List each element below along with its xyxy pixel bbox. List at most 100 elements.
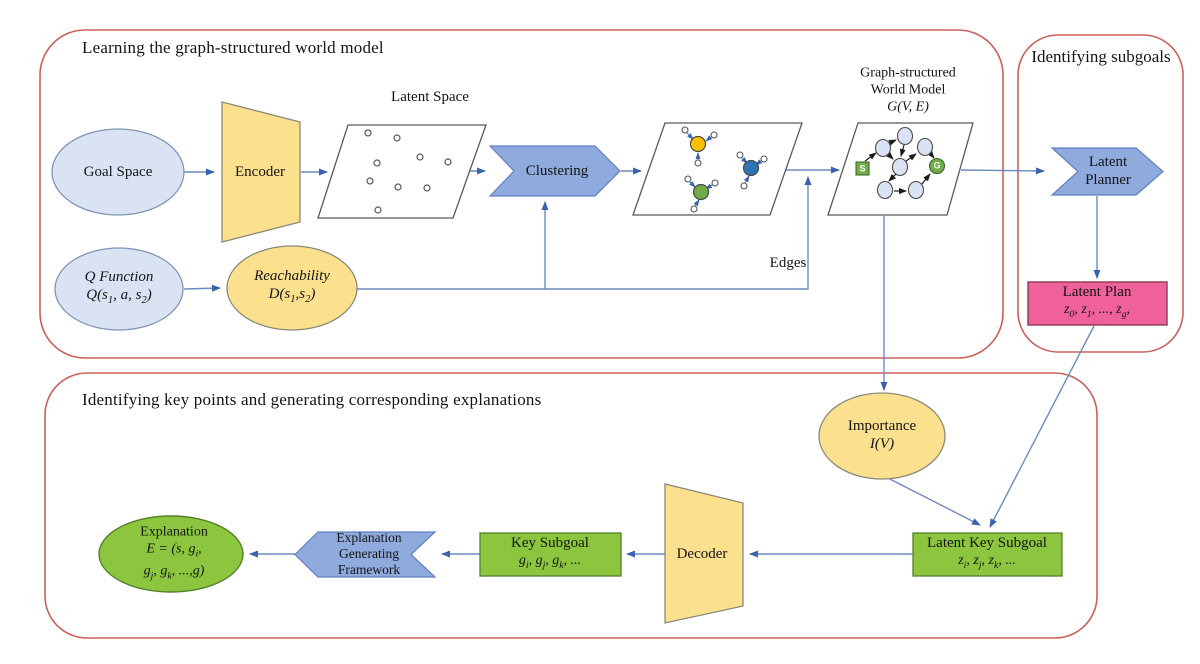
cluster-center-orange bbox=[689, 135, 707, 153]
latent-key-subgoal-formula: zi, zj, zk, ... bbox=[958, 553, 1016, 571]
latent-planner-chevron bbox=[1050, 147, 1164, 196]
cluster-arrows bbox=[686, 132, 763, 207]
latent-plan-label: Latent Plan z0, z1, ..., zg, bbox=[1063, 283, 1132, 323]
cluster-satellite-dot bbox=[681, 126, 689, 134]
graph-start-letter: S bbox=[859, 163, 866, 174]
cluster-satellite-dot bbox=[710, 131, 718, 139]
goal-space-label: Goal Space bbox=[83, 164, 153, 180]
q-function-formula: Q(s1, a, s2) bbox=[86, 287, 152, 306]
cluster-satellite-dot bbox=[736, 151, 744, 159]
explanation-framework-line3: Framework bbox=[337, 562, 401, 577]
latent-dot bbox=[394, 183, 402, 191]
graph-edge bbox=[921, 173, 931, 185]
latent-planner-line1: Latent bbox=[1088, 154, 1128, 170]
cluster-groups bbox=[681, 126, 768, 213]
goal-space-ellipse bbox=[51, 128, 185, 216]
graph-node bbox=[891, 157, 909, 177]
graph-goal-marker bbox=[928, 157, 946, 175]
latent-key-subgoal-name: Latent Key Subgoal bbox=[927, 535, 1047, 552]
cluster-arrow bbox=[693, 199, 700, 207]
importance-label: Importance I(V) bbox=[848, 417, 916, 453]
importance-ellipse bbox=[818, 392, 946, 480]
graph-edges bbox=[864, 139, 935, 194]
cluster-arrow bbox=[705, 135, 713, 142]
clustering-label: Clustering bbox=[525, 163, 589, 179]
latent-planner-line2: Planner bbox=[1085, 172, 1131, 188]
graph-node bbox=[876, 180, 894, 200]
graph-edge bbox=[864, 152, 877, 162]
latent-space-title: Latent Space bbox=[391, 89, 469, 105]
clusters-parallelogram bbox=[632, 122, 803, 216]
cluster-arrow bbox=[688, 180, 696, 188]
q-function-label: Q Function Q(s1, a, s2) bbox=[85, 268, 154, 310]
subgoals-section-title: Identifying subgoals bbox=[1031, 47, 1171, 66]
latent-key-subgoal-box bbox=[912, 532, 1063, 577]
explaining-section-container bbox=[44, 372, 1098, 639]
explanation-label: Explanation E = (s, gi, gj, gk, ...,g) bbox=[140, 524, 208, 585]
reachability-name: Reachability bbox=[254, 268, 330, 284]
cluster-satellite-dot bbox=[760, 155, 768, 163]
latent-space-dots bbox=[364, 129, 452, 214]
arrow-reachability-edges bbox=[357, 176, 812, 290]
arrow-worldmodel-planner bbox=[960, 167, 1045, 175]
graph-node bbox=[916, 137, 934, 157]
cluster-satellite-dot bbox=[684, 175, 692, 183]
edges-label: Edges bbox=[769, 255, 807, 271]
explanation-formula-line2: gj, gk, ...,g) bbox=[143, 563, 205, 582]
latent-dot bbox=[373, 159, 381, 167]
latent-plan-formula: z0, z1, ..., zg, bbox=[1063, 302, 1131, 320]
latent-dot bbox=[366, 177, 374, 185]
graph-edge bbox=[885, 151, 894, 160]
latent-plan-name: Latent Plan bbox=[1062, 284, 1132, 301]
parallelogram-panels bbox=[317, 122, 974, 219]
graph-edge bbox=[905, 153, 917, 162]
encoder-label: Encoder bbox=[235, 164, 285, 180]
importance-name: Importance bbox=[847, 418, 917, 434]
explaining-section-title: Identifying key points and generating co… bbox=[82, 390, 542, 409]
world-model-title: Graph-structured World Model G(V, E) bbox=[860, 65, 956, 116]
latent-space-parallelogram bbox=[317, 124, 487, 219]
arrow-latentplan-latentkeysubgoal bbox=[989, 325, 1095, 528]
cluster-satellite-dot bbox=[711, 179, 719, 187]
flow-arrows bbox=[183, 166, 1101, 558]
key-subgoal-label: Key Subgoal gi, gj, gk, ... bbox=[511, 534, 589, 574]
explanation-framework-label: Explanation Generating Framework bbox=[336, 530, 401, 578]
clustering-chevron bbox=[488, 145, 621, 197]
encoder-trapezoid bbox=[221, 101, 301, 243]
latent-dot bbox=[423, 184, 431, 192]
key-subgoal-formula: gi, gj, gk, ... bbox=[518, 553, 582, 571]
key-subgoal-name: Key Subgoal bbox=[511, 535, 589, 552]
q-function-ellipse bbox=[54, 247, 184, 331]
reachability-label: Reachability D(s1,s2) bbox=[254, 267, 330, 309]
arrow-qfunction-reachability bbox=[183, 284, 221, 292]
explanation-formula-line1: E = (s, gi, bbox=[146, 541, 202, 560]
reachability-formula: D(s1,s2) bbox=[268, 286, 316, 305]
explanation-framework-line1: Explanation bbox=[336, 530, 402, 545]
cluster-center-green bbox=[692, 183, 710, 201]
latent-plan-box bbox=[1027, 281, 1168, 326]
importance-formula: I(V) bbox=[869, 436, 895, 452]
world-model-graph bbox=[855, 126, 946, 200]
latent-dot bbox=[364, 129, 372, 137]
world-model-title-line2: World Model bbox=[870, 82, 946, 98]
reachability-ellipse bbox=[226, 245, 358, 331]
q-function-name: Q Function bbox=[84, 269, 154, 285]
explanation-framework-chevron bbox=[294, 531, 437, 578]
cluster-satellite-dot bbox=[694, 159, 702, 167]
graph-node bbox=[874, 138, 892, 158]
section-containers bbox=[39, 29, 1184, 639]
world-model-formula: G(V, E) bbox=[887, 99, 929, 115]
graph-nodes bbox=[874, 126, 934, 200]
learning-section-title: Learning the graph-structured world mode… bbox=[82, 38, 384, 57]
explanation-name: Explanation bbox=[140, 524, 208, 540]
subgoals-section-container bbox=[1017, 34, 1184, 353]
latent-dot bbox=[393, 134, 401, 142]
graph-edge bbox=[927, 150, 935, 159]
cluster-satellites bbox=[681, 126, 768, 213]
latent-dot bbox=[416, 153, 424, 161]
latent-key-subgoal-label: Latent Key Subgoal zi, zj, zk, ... bbox=[927, 534, 1047, 574]
graph-edge bbox=[888, 173, 897, 182]
key-subgoal-box bbox=[479, 532, 622, 577]
